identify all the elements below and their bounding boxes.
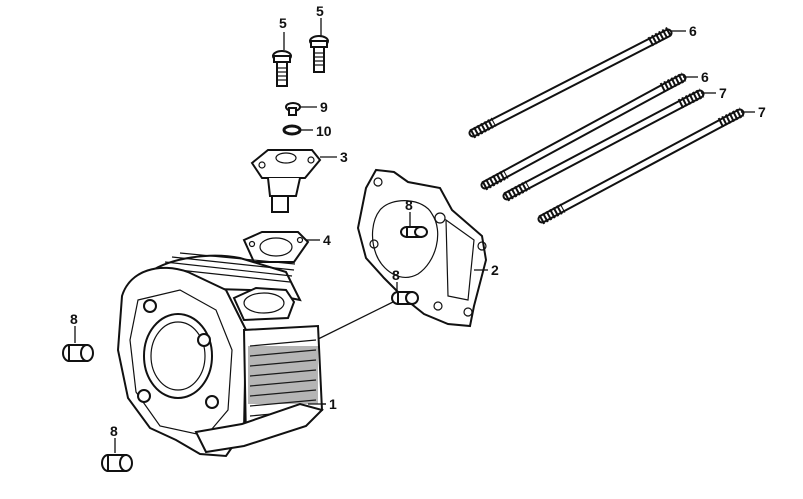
callout-stud-c: 7: [719, 85, 727, 101]
callout-dowel-upper: 8: [405, 197, 413, 213]
dowel-pin-left: [62, 344, 94, 362]
callout-dowel-left: 8: [70, 311, 78, 327]
callout-stud-b: 6: [701, 69, 709, 85]
stud-bolt-7-top: [502, 88, 705, 202]
callout-screw: 9: [320, 99, 328, 115]
callout-bolt-right: 5: [316, 3, 324, 19]
dowel-pin-middle: [391, 291, 419, 305]
cam-chain-tensioner: [250, 149, 322, 213]
callout-tensioner: 3: [340, 149, 348, 165]
callout-bolt-left: 5: [279, 15, 287, 31]
dowel-pin-bottom: [101, 454, 133, 472]
callout-dowel-middle: 8: [392, 267, 400, 283]
stud-bolt-7-bottom: [537, 107, 745, 225]
callout-cylinder: 1: [329, 396, 337, 412]
o-ring: [282, 124, 302, 136]
dowel-pin-upper: [400, 226, 428, 238]
stud-bolt-6-top: [468, 26, 673, 139]
flange-bolt-left: [272, 50, 292, 87]
callout-o-ring: 10: [316, 123, 332, 139]
insulator: [242, 231, 310, 263]
callout-insulator: 4: [323, 232, 331, 248]
callout-gasket: 2: [491, 262, 499, 278]
cylinder-gasket: [356, 168, 488, 328]
cylinder-block: [116, 252, 324, 458]
callout-dowel-bottom: 8: [110, 423, 118, 439]
callout-stud-a: 6: [689, 23, 697, 39]
stud-bolt-6-bottom: [480, 72, 687, 191]
callout-stud-d: 7: [758, 104, 766, 120]
flange-bolt-right: [309, 35, 329, 73]
screw: [285, 102, 301, 116]
